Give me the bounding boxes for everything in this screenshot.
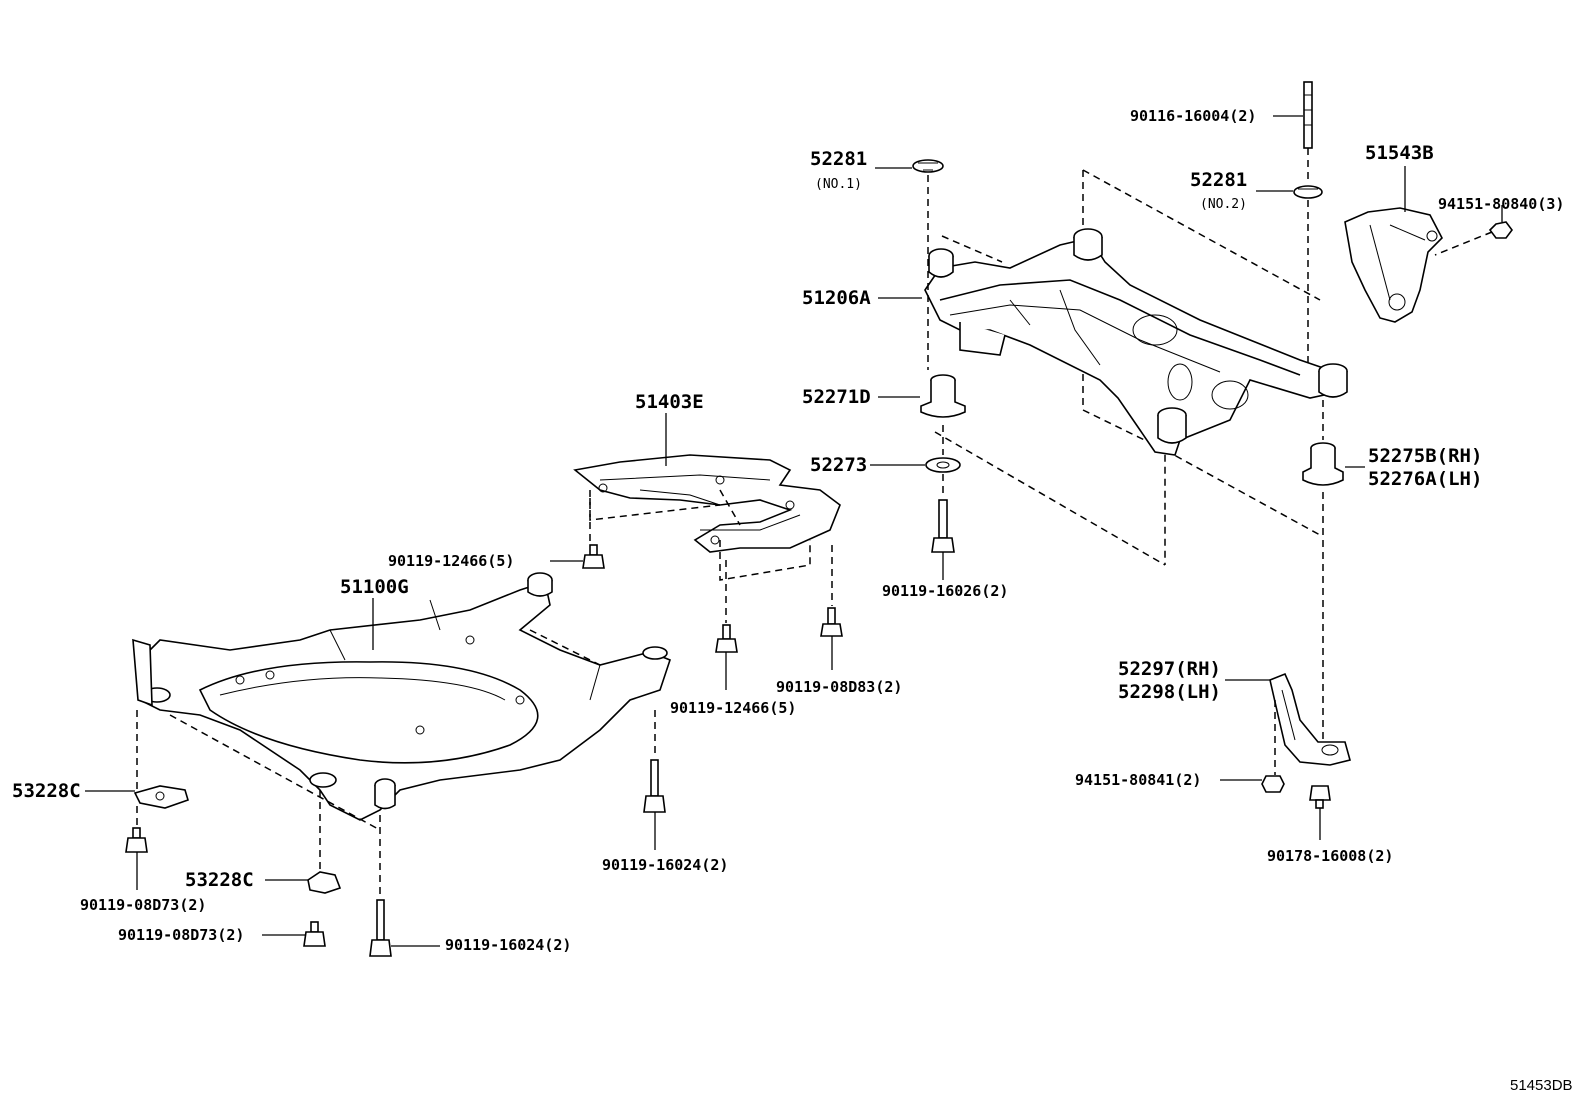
rear-subframe-51206A[interactable] bbox=[924, 169, 1348, 566]
bolt-90119-08D73-a[interactable] bbox=[125, 827, 148, 853]
label-90119-16026[interactable]: 90119-16026(2) bbox=[882, 582, 1008, 600]
washer-52273[interactable] bbox=[925, 457, 961, 473]
bolt-90119-16026[interactable] bbox=[931, 499, 955, 553]
bolt-90119-08D83[interactable] bbox=[820, 607, 843, 637]
stopper-52281-no2[interactable] bbox=[1293, 185, 1323, 199]
bushing-52271D[interactable] bbox=[920, 374, 966, 418]
label-52271D[interactable]: 52271D bbox=[802, 386, 871, 408]
label-52275B[interactable]: 52275B(RH) bbox=[1368, 445, 1482, 467]
label-90119-16024-a[interactable]: 90119-16024(2) bbox=[602, 856, 728, 874]
label-52276A[interactable]: 52276A(LH) bbox=[1368, 468, 1482, 490]
nut-94151-80841[interactable] bbox=[1261, 775, 1285, 793]
label-90116-16004[interactable]: 90116-16004(2) bbox=[1130, 107, 1256, 125]
bracket-51543B[interactable] bbox=[1344, 207, 1443, 323]
nut-94151-80840[interactable] bbox=[1434, 205, 1513, 256]
label-51543B[interactable]: 51543B bbox=[1365, 142, 1434, 164]
label-51403E[interactable]: 51403E bbox=[635, 391, 704, 413]
label-94151-80841[interactable]: 94151-80841(2) bbox=[1075, 771, 1201, 789]
label-90119-08D83[interactable]: 90119-08D83(2) bbox=[776, 678, 902, 696]
label-90119-16024-b[interactable]: 90119-16024(2) bbox=[445, 936, 571, 954]
plate-53228C-b[interactable] bbox=[307, 871, 342, 894]
label-52297[interactable]: 52297(RH) bbox=[1118, 658, 1221, 680]
bolt-90119-12466-b[interactable] bbox=[715, 624, 738, 653]
label-52281-no1-sub: (NO.1) bbox=[815, 177, 862, 192]
bolt-90119-16024-b[interactable] bbox=[369, 899, 392, 957]
part-labels: 52281 (NO.1) 52281 (NO.2) 90116-16004(2)… bbox=[12, 107, 1573, 1094]
stopper-52281-no1[interactable] bbox=[912, 159, 944, 173]
label-94151-80840[interactable]: 94151-80840(3) bbox=[1438, 195, 1564, 213]
label-90119-12466-b[interactable]: 90119-12466(5) bbox=[670, 699, 796, 717]
label-52281-no2[interactable]: 52281 bbox=[1190, 169, 1247, 191]
label-90119-12466-a[interactable]: 90119-12466(5) bbox=[388, 552, 514, 570]
bushing-52275B-52276A[interactable] bbox=[1302, 442, 1344, 486]
stud-90116-16004[interactable] bbox=[1303, 81, 1313, 149]
label-90119-08D73-a[interactable]: 90119-08D73(2) bbox=[80, 896, 206, 914]
assembly-lines bbox=[136, 148, 1324, 898]
label-52298[interactable]: 52298(LH) bbox=[1118, 681, 1221, 703]
label-53228C-b[interactable]: 53228C bbox=[185, 869, 254, 891]
label-52281-no2-sub: (NO.2) bbox=[1200, 197, 1247, 212]
bolt-90119-16024-a[interactable] bbox=[643, 759, 666, 813]
label-52281-no1[interactable]: 52281 bbox=[810, 148, 867, 170]
diagram-id: 51453DB bbox=[1510, 1077, 1573, 1094]
leader-lines bbox=[85, 115, 1406, 947]
label-53228C-a[interactable]: 53228C bbox=[12, 780, 81, 802]
bolt-90119-08D73-b[interactable] bbox=[303, 921, 326, 947]
label-90178-16008[interactable]: 90178-16008(2) bbox=[1267, 847, 1393, 865]
front-subframe-51100G[interactable] bbox=[132, 572, 671, 831]
plate-53228C-a[interactable] bbox=[133, 785, 189, 809]
bolt-90119-12466-a[interactable] bbox=[582, 544, 605, 569]
label-52273[interactable]: 52273 bbox=[810, 454, 867, 476]
bolt-90178-16008[interactable] bbox=[1309, 785, 1331, 809]
label-90119-08D73-b[interactable]: 90119-08D73(2) bbox=[118, 926, 244, 944]
label-51206A[interactable]: 51206A bbox=[802, 287, 871, 309]
label-51100G[interactable]: 51100G bbox=[340, 576, 409, 598]
under-cover-51403E[interactable] bbox=[573, 454, 841, 581]
bracket-52297-52298[interactable] bbox=[1269, 672, 1351, 766]
